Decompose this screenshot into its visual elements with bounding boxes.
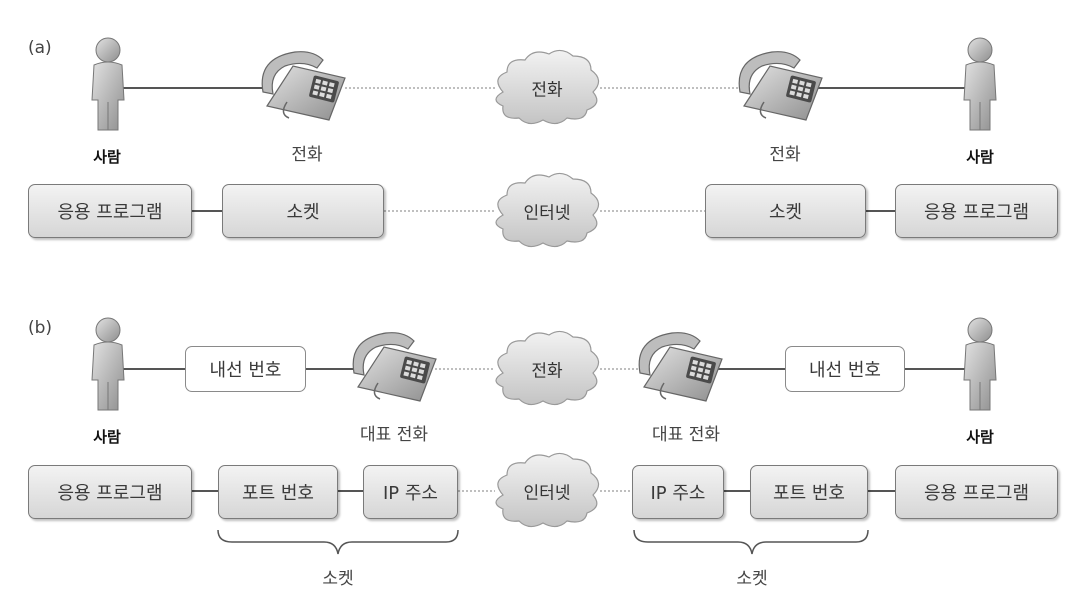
phone-icon-a-right [738,50,823,121]
extension-box-left: 내선 번호 [185,346,306,392]
extension-box-right: 내선 번호 [785,346,905,392]
cloud-label-phone-b: 전화 [531,361,563,382]
cloud-label-internet-a: 인터넷 [523,203,571,224]
person-icon-a-right [963,37,997,131]
rep-phone-label-right: 대표 전화 [652,425,720,445]
socket-brace-label-right: 소켓 [736,569,768,589]
ip-box-left: IP 주소 [363,465,458,519]
port-box-left: 포트 번호 [218,465,338,519]
person-label-b-right: 사람 [966,428,994,446]
phone-icon-b-right [638,331,723,402]
panel-label-a: (a) [28,38,52,58]
app-box-b-left: 응용 프로그램 [28,465,192,519]
cloud-label-internet-b: 인터넷 [523,483,571,504]
port-box-right: 포트 번호 [750,465,868,519]
person-icon-a-left [91,37,125,131]
phone-icon-a-left [261,50,346,121]
rep-phone-label-left: 대표 전화 [360,425,428,445]
app-box-a-left: 응용 프로그램 [28,184,192,238]
app-box-a-right: 응용 프로그램 [895,184,1058,238]
cloud-label-phone-a: 전화 [531,80,563,101]
person-label-a-left: 사람 [93,148,121,166]
phone-icon-b-left [352,331,437,402]
person-label-b-left: 사람 [93,428,121,446]
panel-label-b: (b) [28,318,53,338]
socket-box-a-right: 소켓 [705,184,866,238]
person-icon-b-right [963,317,997,411]
brace-socket-left [217,529,459,555]
phone-label-a-right: 전화 [769,145,801,165]
brace-socket-right [633,529,869,555]
socket-brace-label-left: 소켓 [322,569,354,589]
person-label-a-right: 사람 [966,148,994,166]
ip-box-right: IP 주소 [632,465,724,519]
person-icon-b-left [91,317,125,411]
socket-box-a-left: 소켓 [222,184,384,238]
phone-label-a-left: 전화 [291,145,323,165]
app-box-b-right: 응용 프로그램 [895,465,1058,519]
